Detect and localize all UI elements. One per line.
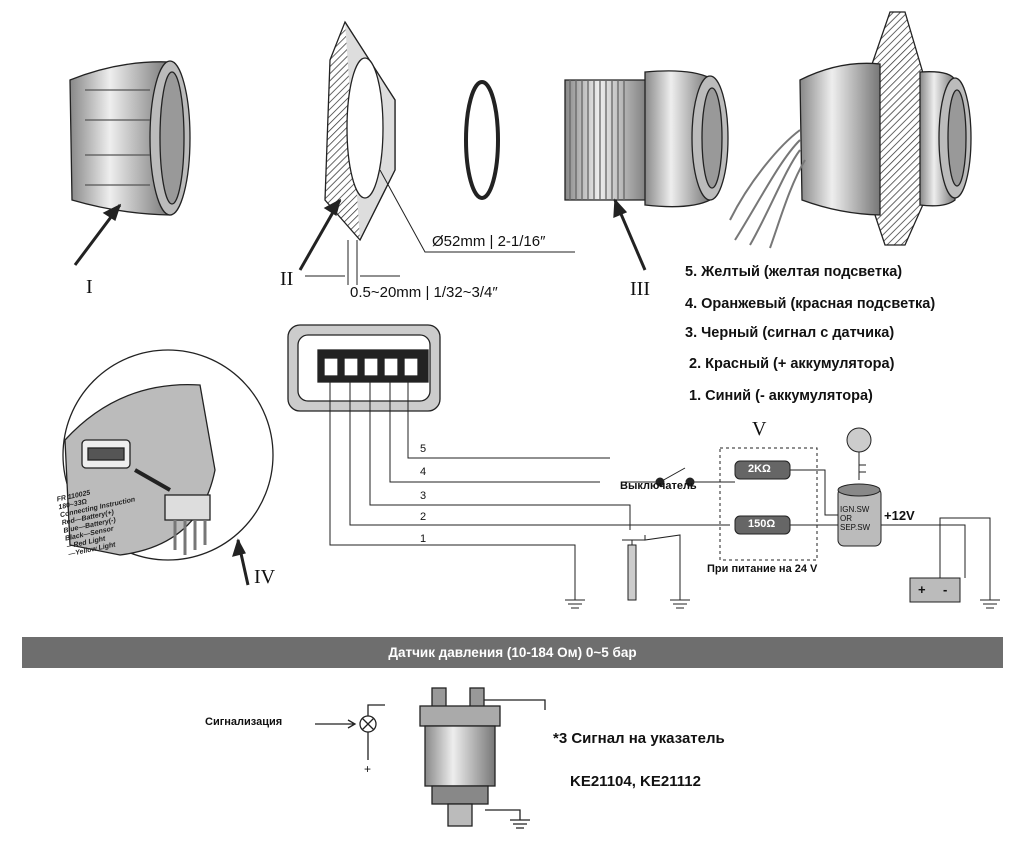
ignition-label: OR (840, 514, 852, 523)
label-part-v: V (752, 418, 767, 440)
connector-inset-iv (62, 349, 274, 586)
label-part-iv: IV (254, 566, 276, 588)
ignition-label: IGN.SW (840, 505, 870, 514)
o-ring (464, 80, 500, 200)
label-part-iii: III (630, 278, 650, 300)
wire-number: 3 (420, 490, 427, 502)
note-24v: При питание на 24 V (707, 563, 818, 575)
diameter-dimension: Ø52mm | 2-1/16″ (432, 233, 546, 250)
wire-number: 5 (420, 443, 427, 455)
resistor-150-label: 150Ω (748, 518, 776, 530)
alarm-plus: + (364, 762, 372, 776)
mounting-bracket-part-ii (298, 20, 575, 285)
signal-label: *3 Сигнал на указатель (553, 730, 725, 747)
legend-item: 3. Черный (сигнал с датчика) (685, 325, 895, 341)
wire-number: 2 (420, 511, 427, 523)
wiring (329, 380, 1000, 609)
pressure-sensor (315, 687, 546, 829)
bezel-part-i (69, 60, 191, 266)
legend-item: 1. Синий (- аккумулятора) (689, 388, 873, 404)
wire-number: 4 (420, 466, 427, 478)
sensor-models: KE21104, KE21112 (570, 773, 701, 790)
voltage-label: +12V (884, 508, 915, 523)
legend-item: 5. Желтый (желтая подсветка) (685, 264, 903, 280)
legend-item: 2. Красный (+ аккумулятора) (689, 356, 895, 372)
section-header-bar: Датчик давления (10-184 Ом) 0~5 бар (22, 637, 1003, 668)
switch-label: Выключатель (620, 480, 697, 492)
label-part-i: I (86, 276, 93, 298)
wire-number: 1 (420, 533, 427, 545)
thickness-dimension: 0.5~20mm | 1/32~3/4″ (350, 284, 498, 301)
ignition-label: SEP.SW (840, 523, 871, 532)
legend-item: 4. Оранжевый (красная подсветка) (685, 296, 936, 312)
label-part-ii: II (280, 268, 294, 290)
battery-minus: - (943, 582, 948, 597)
assembled-gauge (729, 11, 972, 249)
alarm-label: Сигнализация (205, 716, 283, 728)
resistor-2k-label: 2KΩ (748, 463, 771, 475)
connector-plug (287, 324, 441, 412)
battery-plus: + (918, 582, 926, 597)
threaded-housing-part-iii (564, 70, 729, 271)
